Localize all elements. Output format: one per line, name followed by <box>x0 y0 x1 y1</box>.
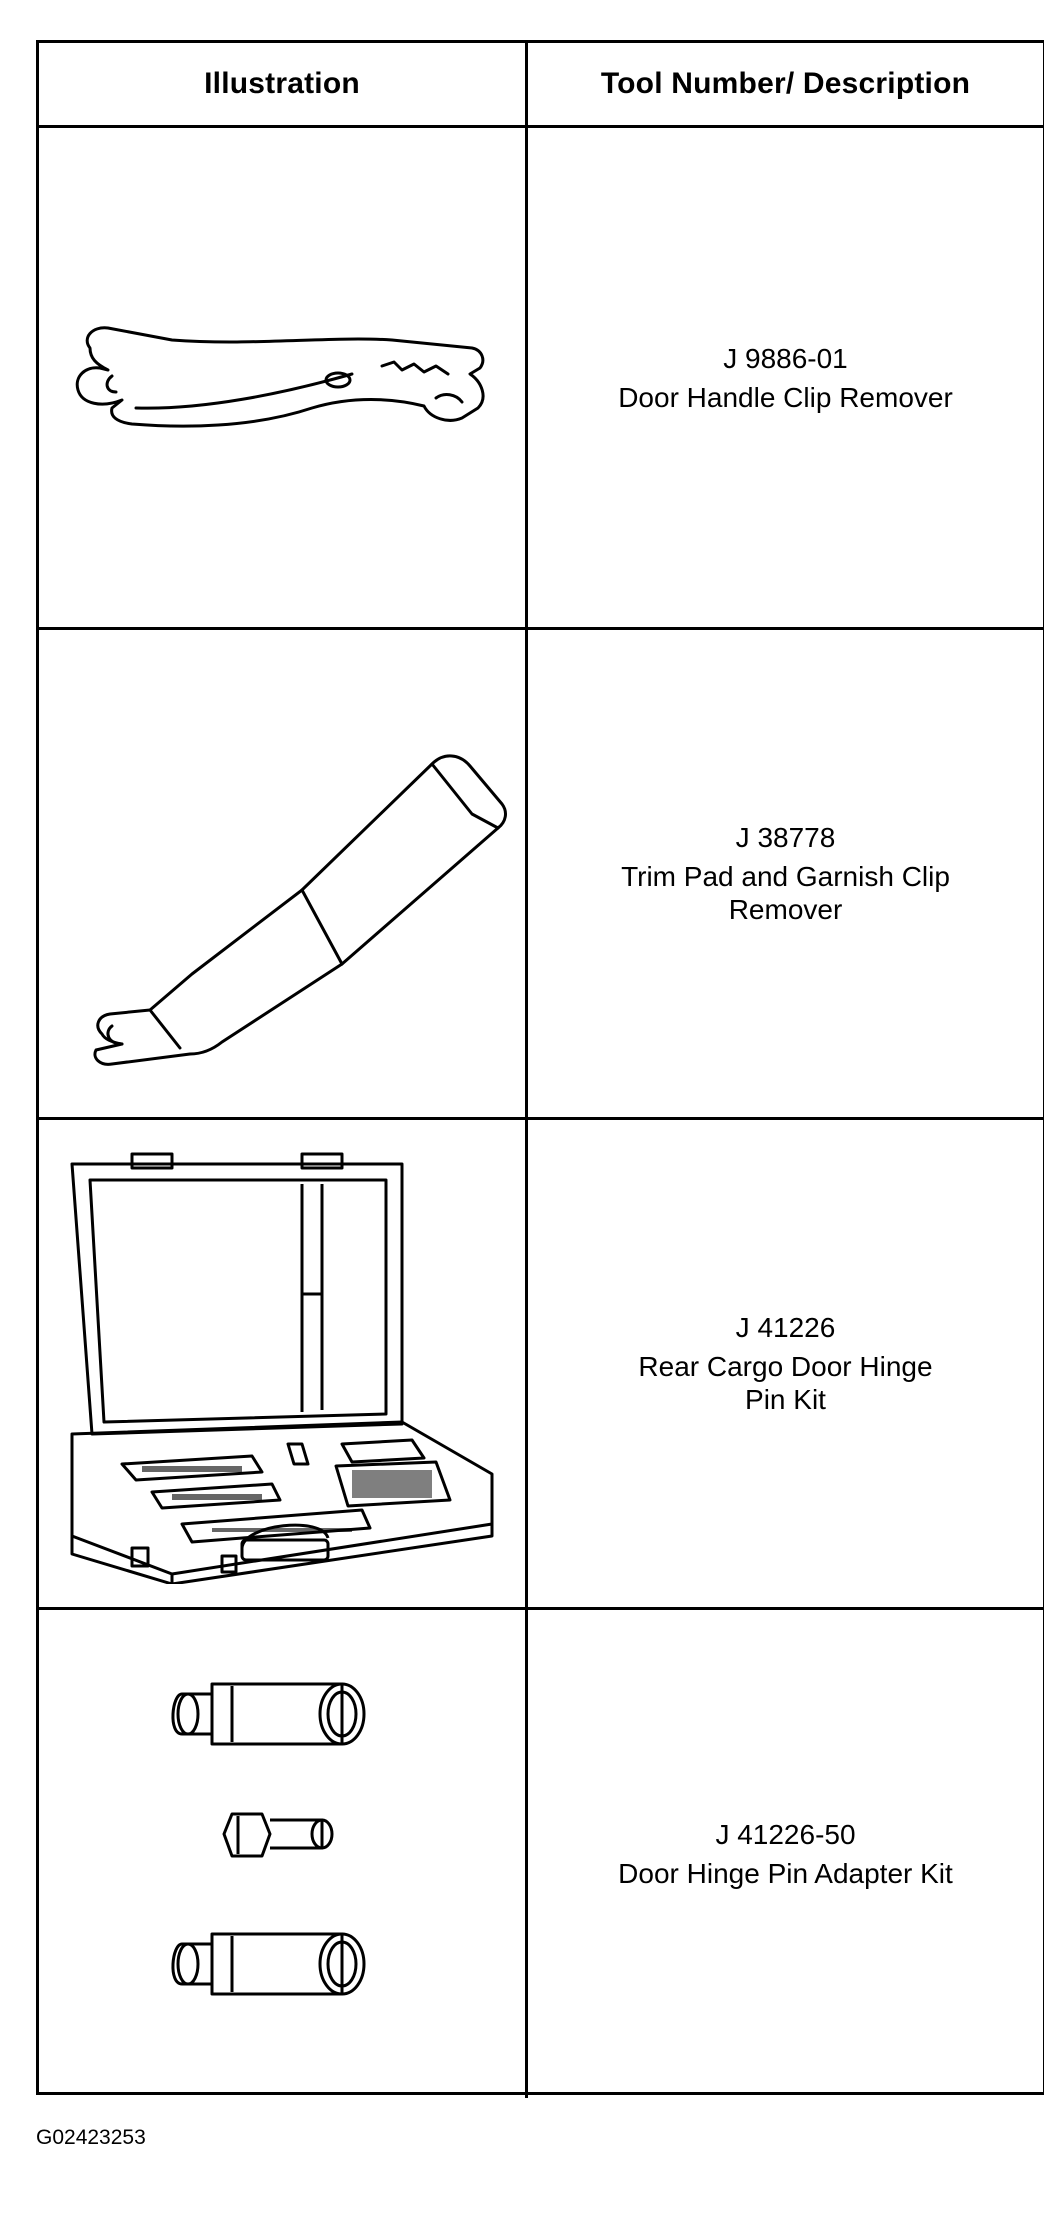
tool-description-line: Rear Cargo Door Hinge <box>638 1351 933 1382</box>
tool-number: J 41226 <box>735 1312 836 1343</box>
trim-pad-clip-remover-icon <box>93 754 507 1066</box>
tool-description-cell: J 41226 Rear Cargo Door Hinge Pin Kit <box>528 1120 1043 1610</box>
tool-description-line: Door Handle Clip Remover <box>618 381 953 413</box>
hinge-pin-adapter-kit-icon <box>171 1682 366 1996</box>
tool-description-cell: J 9886-01 Door Handle Clip Remover <box>528 128 1043 630</box>
illustration-cell <box>39 1610 528 2098</box>
header-tool-description: Tool Number/ Description <box>528 43 1043 128</box>
tool-description-cell: J 41226-50 Door Hinge Pin Adapter Kit <box>528 1610 1043 2098</box>
illustration-cell <box>39 1120 528 1610</box>
tool-number: J 38778 <box>735 822 836 853</box>
tool-description-line: Pin Kit <box>745 1384 826 1415</box>
tool-description-line: Remover <box>728 894 843 925</box>
tool-number: J 41226-50 <box>715 1819 856 1850</box>
door-handle-clip-remover-icon <box>75 325 485 428</box>
tool-description-cell: J 38778 Trim Pad and Garnish Clip Remove… <box>528 630 1043 1120</box>
tool-description-line: Trim Pad and Garnish Clip <box>621 861 950 892</box>
figure-id: G02423253 <box>36 2126 146 2149</box>
tool-number: J 9886-01 <box>723 342 848 374</box>
tool-description-line: Door Hinge Pin Adapter Kit <box>618 1858 953 1889</box>
special-tools-table: Illustration Tool Number/ Description J … <box>36 40 1044 2098</box>
illustration-cell <box>39 128 528 630</box>
illustration-cell <box>39 630 528 1120</box>
header-illustration: Illustration <box>39 43 528 128</box>
hinge-pin-kit-case-icon <box>70 1152 494 1584</box>
